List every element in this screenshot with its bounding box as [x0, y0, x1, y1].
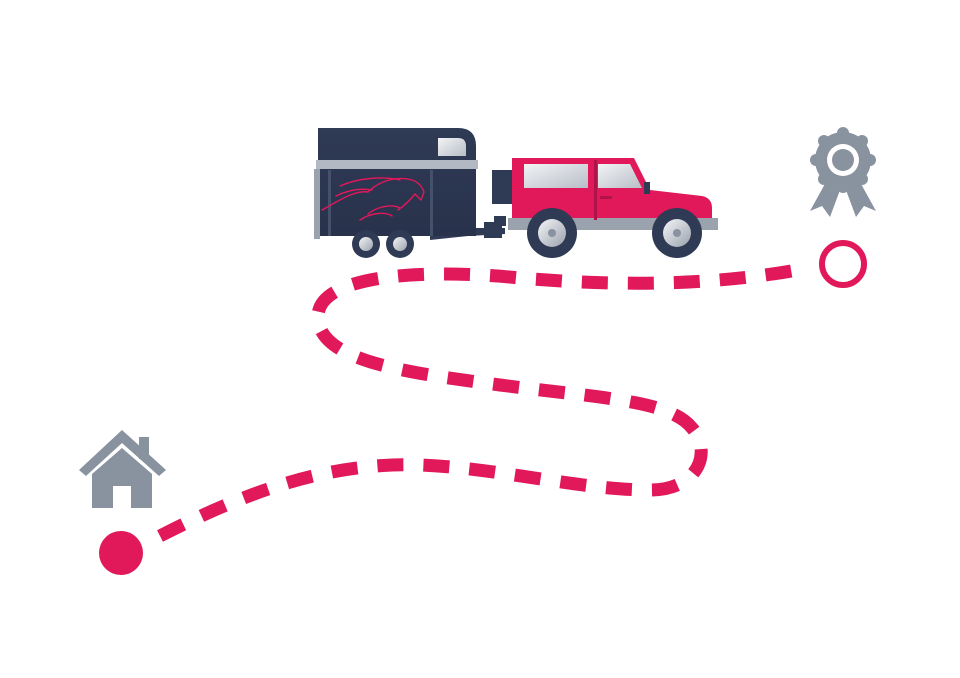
trailer-wheel-front	[352, 230, 380, 258]
start-point	[99, 531, 143, 575]
route-path	[157, 261, 810, 542]
horse-trailer	[314, 128, 478, 258]
car-with-horse-trailer-icon	[314, 128, 718, 258]
trailer-wheel-rear	[386, 230, 414, 258]
award-ribbon-icon	[810, 127, 876, 217]
car-wheel-rear	[527, 208, 577, 258]
car	[492, 158, 718, 258]
car-wheel-front	[652, 208, 702, 258]
horse-logo	[321, 177, 425, 221]
home-icon	[79, 430, 166, 508]
end-point	[819, 240, 867, 288]
